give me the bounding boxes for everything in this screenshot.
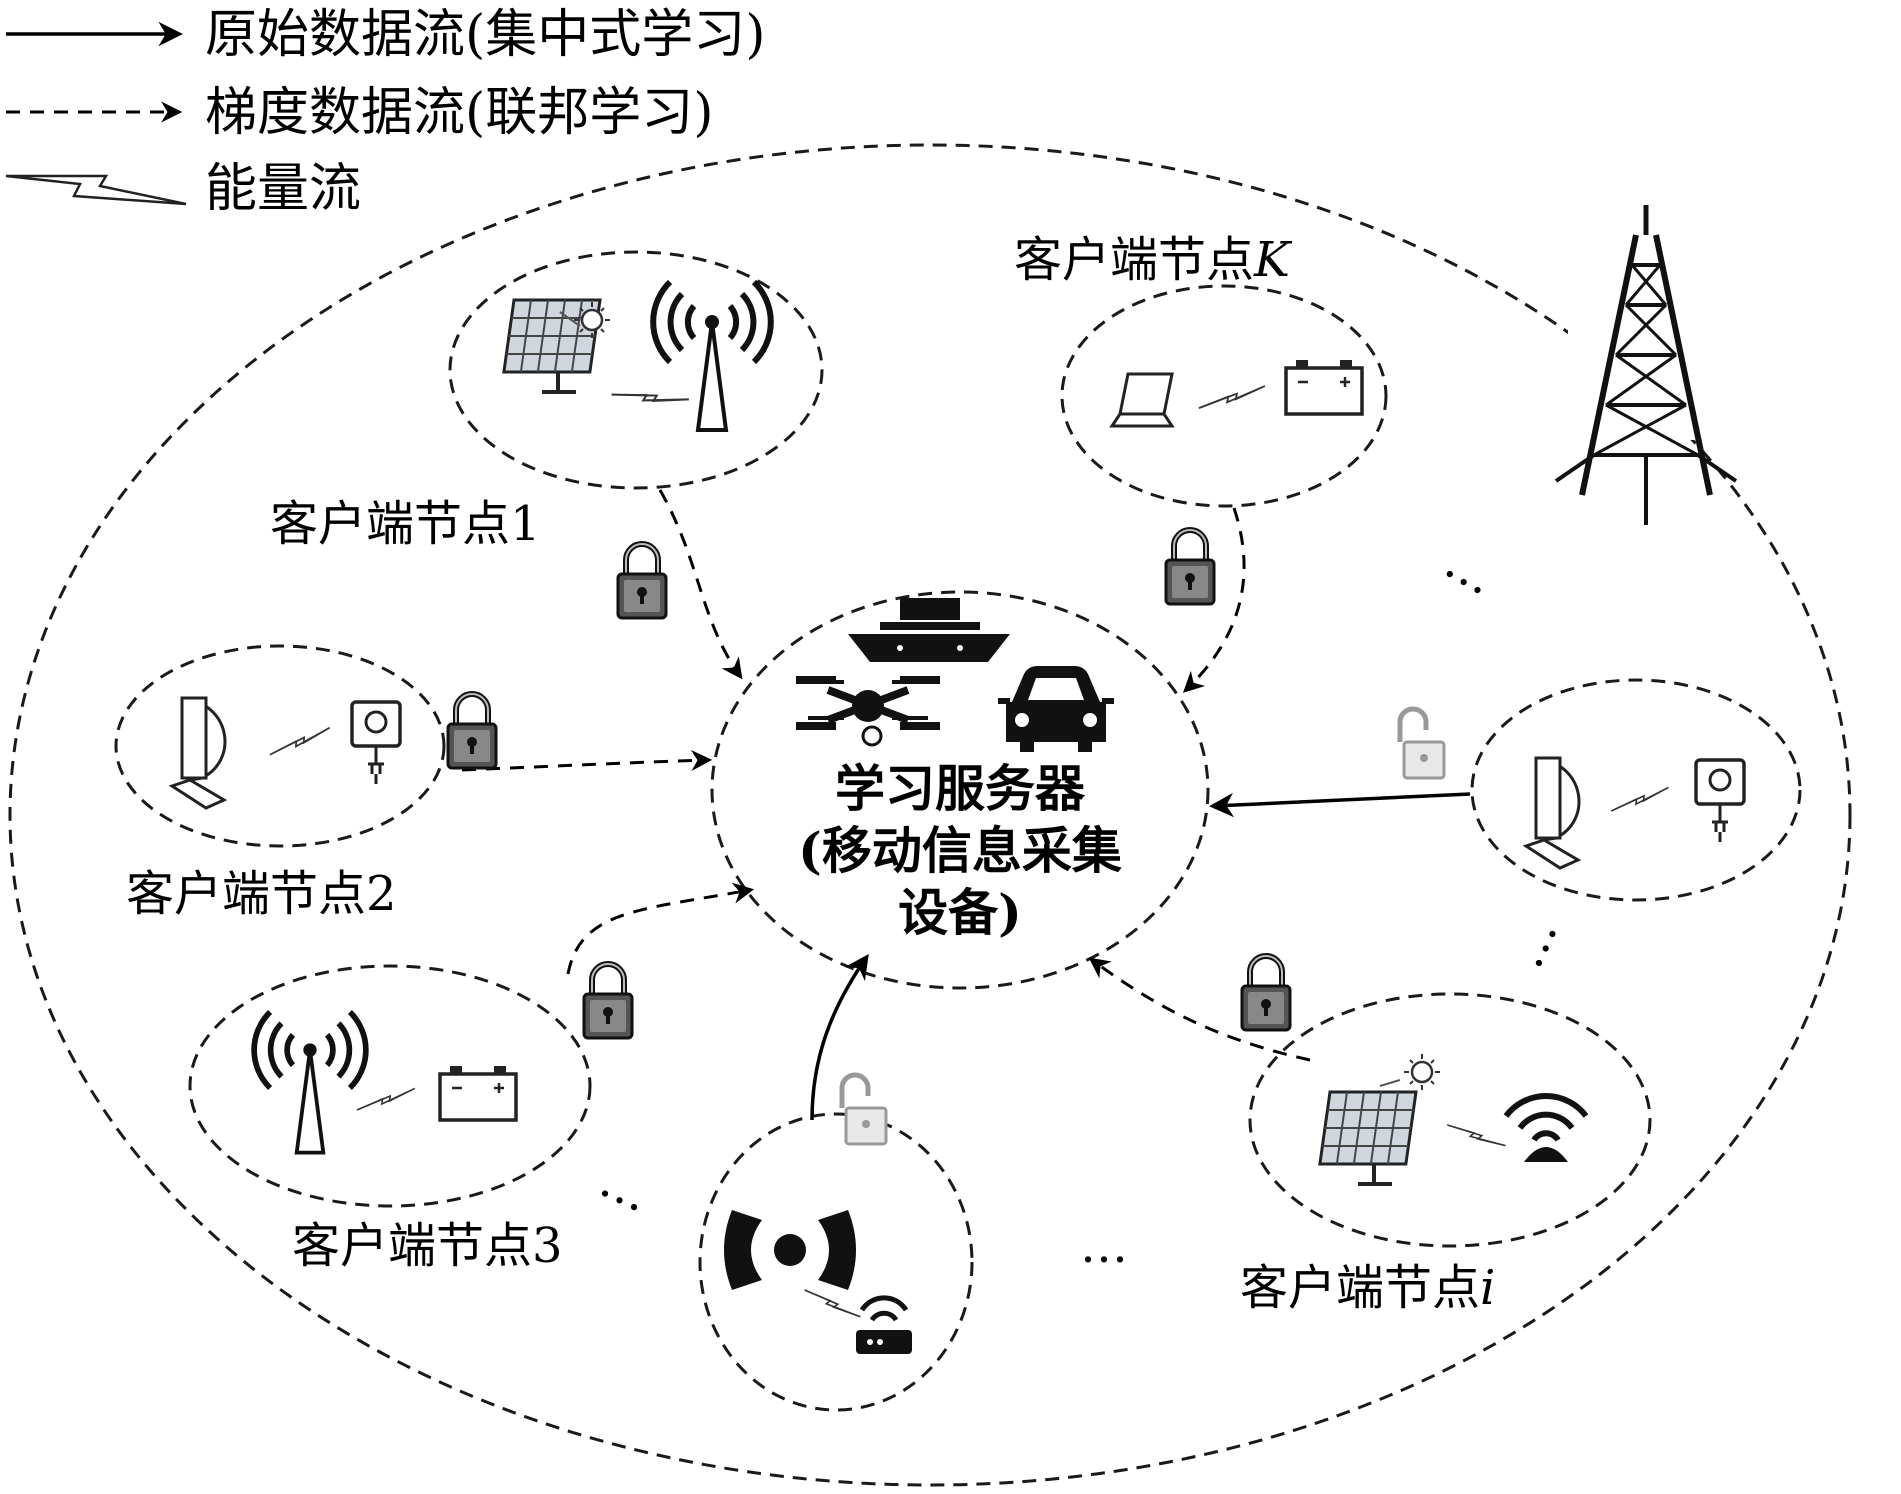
car-icon — [998, 666, 1114, 752]
legend-gradient-flow: 梯度数据流(联邦学习) — [205, 83, 714, 143]
continuation-mark: … — [1436, 534, 1506, 606]
legend-energy-flow: 能量流 — [205, 159, 361, 219]
lock-icon — [1166, 530, 1214, 604]
client-node-i-region — [1248, 992, 1652, 1248]
transmission-tower-icon — [1554, 205, 1738, 525]
network-boundary — [8, 143, 1852, 1487]
legend: 原始数据流(集中式学习) 梯度数据流(联邦学习) 能量流 — [5, 5, 766, 219]
continuation-mark: … — [592, 1153, 659, 1224]
continuation-mark: … — [1498, 909, 1569, 976]
server-subtitle-line2: 设备) — [898, 883, 1022, 942]
client-node-2-label: 客户端节点2 — [126, 866, 397, 922]
lock-icon — [618, 544, 666, 618]
client-node-3-label: 客户端节点3 — [292, 1218, 563, 1274]
unlock-icon — [1400, 709, 1444, 778]
client-node-right-region — [1470, 678, 1802, 902]
antenna-icon — [653, 282, 771, 430]
desktop-computer-icon — [170, 696, 227, 810]
energy-flow-icon — [1196, 385, 1268, 410]
energy-flow-icon — [354, 1087, 418, 1111]
client-node-1-label: 客户端节点1 — [270, 496, 541, 552]
energy-flow-icon — [266, 726, 334, 756]
energy-flow-icon — [1608, 786, 1672, 812]
server-subtitle-line1: (移动信息采集 — [798, 821, 1122, 880]
power-socket-icon — [350, 700, 402, 786]
battery-icon — [1284, 358, 1364, 416]
client-node-k-label: 客户端节点K — [1014, 232, 1293, 288]
gradient-flow-arrow-nodek — [1182, 507, 1246, 693]
energy-flow-icon — [610, 380, 690, 415]
legend-raw-flow: 原始数据流(集中式学习) — [205, 5, 766, 65]
energy-flow-icon — [803, 1280, 862, 1327]
server-title: 学习服务器 — [835, 759, 1086, 818]
ship-icon — [848, 598, 1010, 662]
client-node-3-region — [188, 964, 592, 1208]
lock-icon — [584, 964, 632, 1038]
laptop-icon — [1110, 372, 1174, 428]
antenna-icon — [254, 1012, 366, 1153]
rfid-reader-icon — [724, 1210, 856, 1290]
continuation-mark: … — [1080, 1218, 1128, 1274]
lock-icon — [448, 694, 496, 768]
gradient-flow-arrow-node3 — [566, 882, 755, 975]
wireless-sensor-icon — [1503, 1093, 1589, 1162]
power-socket-icon — [1694, 758, 1746, 844]
solar-panel-icon — [1317, 1090, 1418, 1186]
unlock-icon — [842, 1075, 886, 1144]
client-node-i-label: 客户端节点i — [1240, 1260, 1495, 1316]
drone-icon — [796, 676, 940, 747]
lock-icon — [1242, 956, 1290, 1030]
client-node-k-region — [1060, 284, 1388, 508]
client-node-1-region — [448, 250, 824, 490]
client-node-2-region — [114, 644, 446, 848]
client-node-bottom-region — [698, 1112, 974, 1412]
energy-flow-icon — [5, 174, 187, 206]
gradient-flow-arrow-node2 — [461, 749, 713, 772]
gradient-flow-arrow-node1 — [658, 489, 743, 680]
router-icon — [856, 1295, 912, 1354]
learning-server-region — [710, 590, 1210, 990]
battery-icon — [438, 1064, 518, 1122]
desktop-computer-icon — [1524, 756, 1581, 870]
raw-flow-arrow-right — [1209, 792, 1471, 818]
gradient-flow-arrow-nodei — [1088, 957, 1311, 1062]
sun-icon — [1402, 1052, 1442, 1092]
energy-flow-icon — [1446, 1114, 1507, 1157]
raw-flow-arrow-bottom — [810, 953, 869, 1121]
